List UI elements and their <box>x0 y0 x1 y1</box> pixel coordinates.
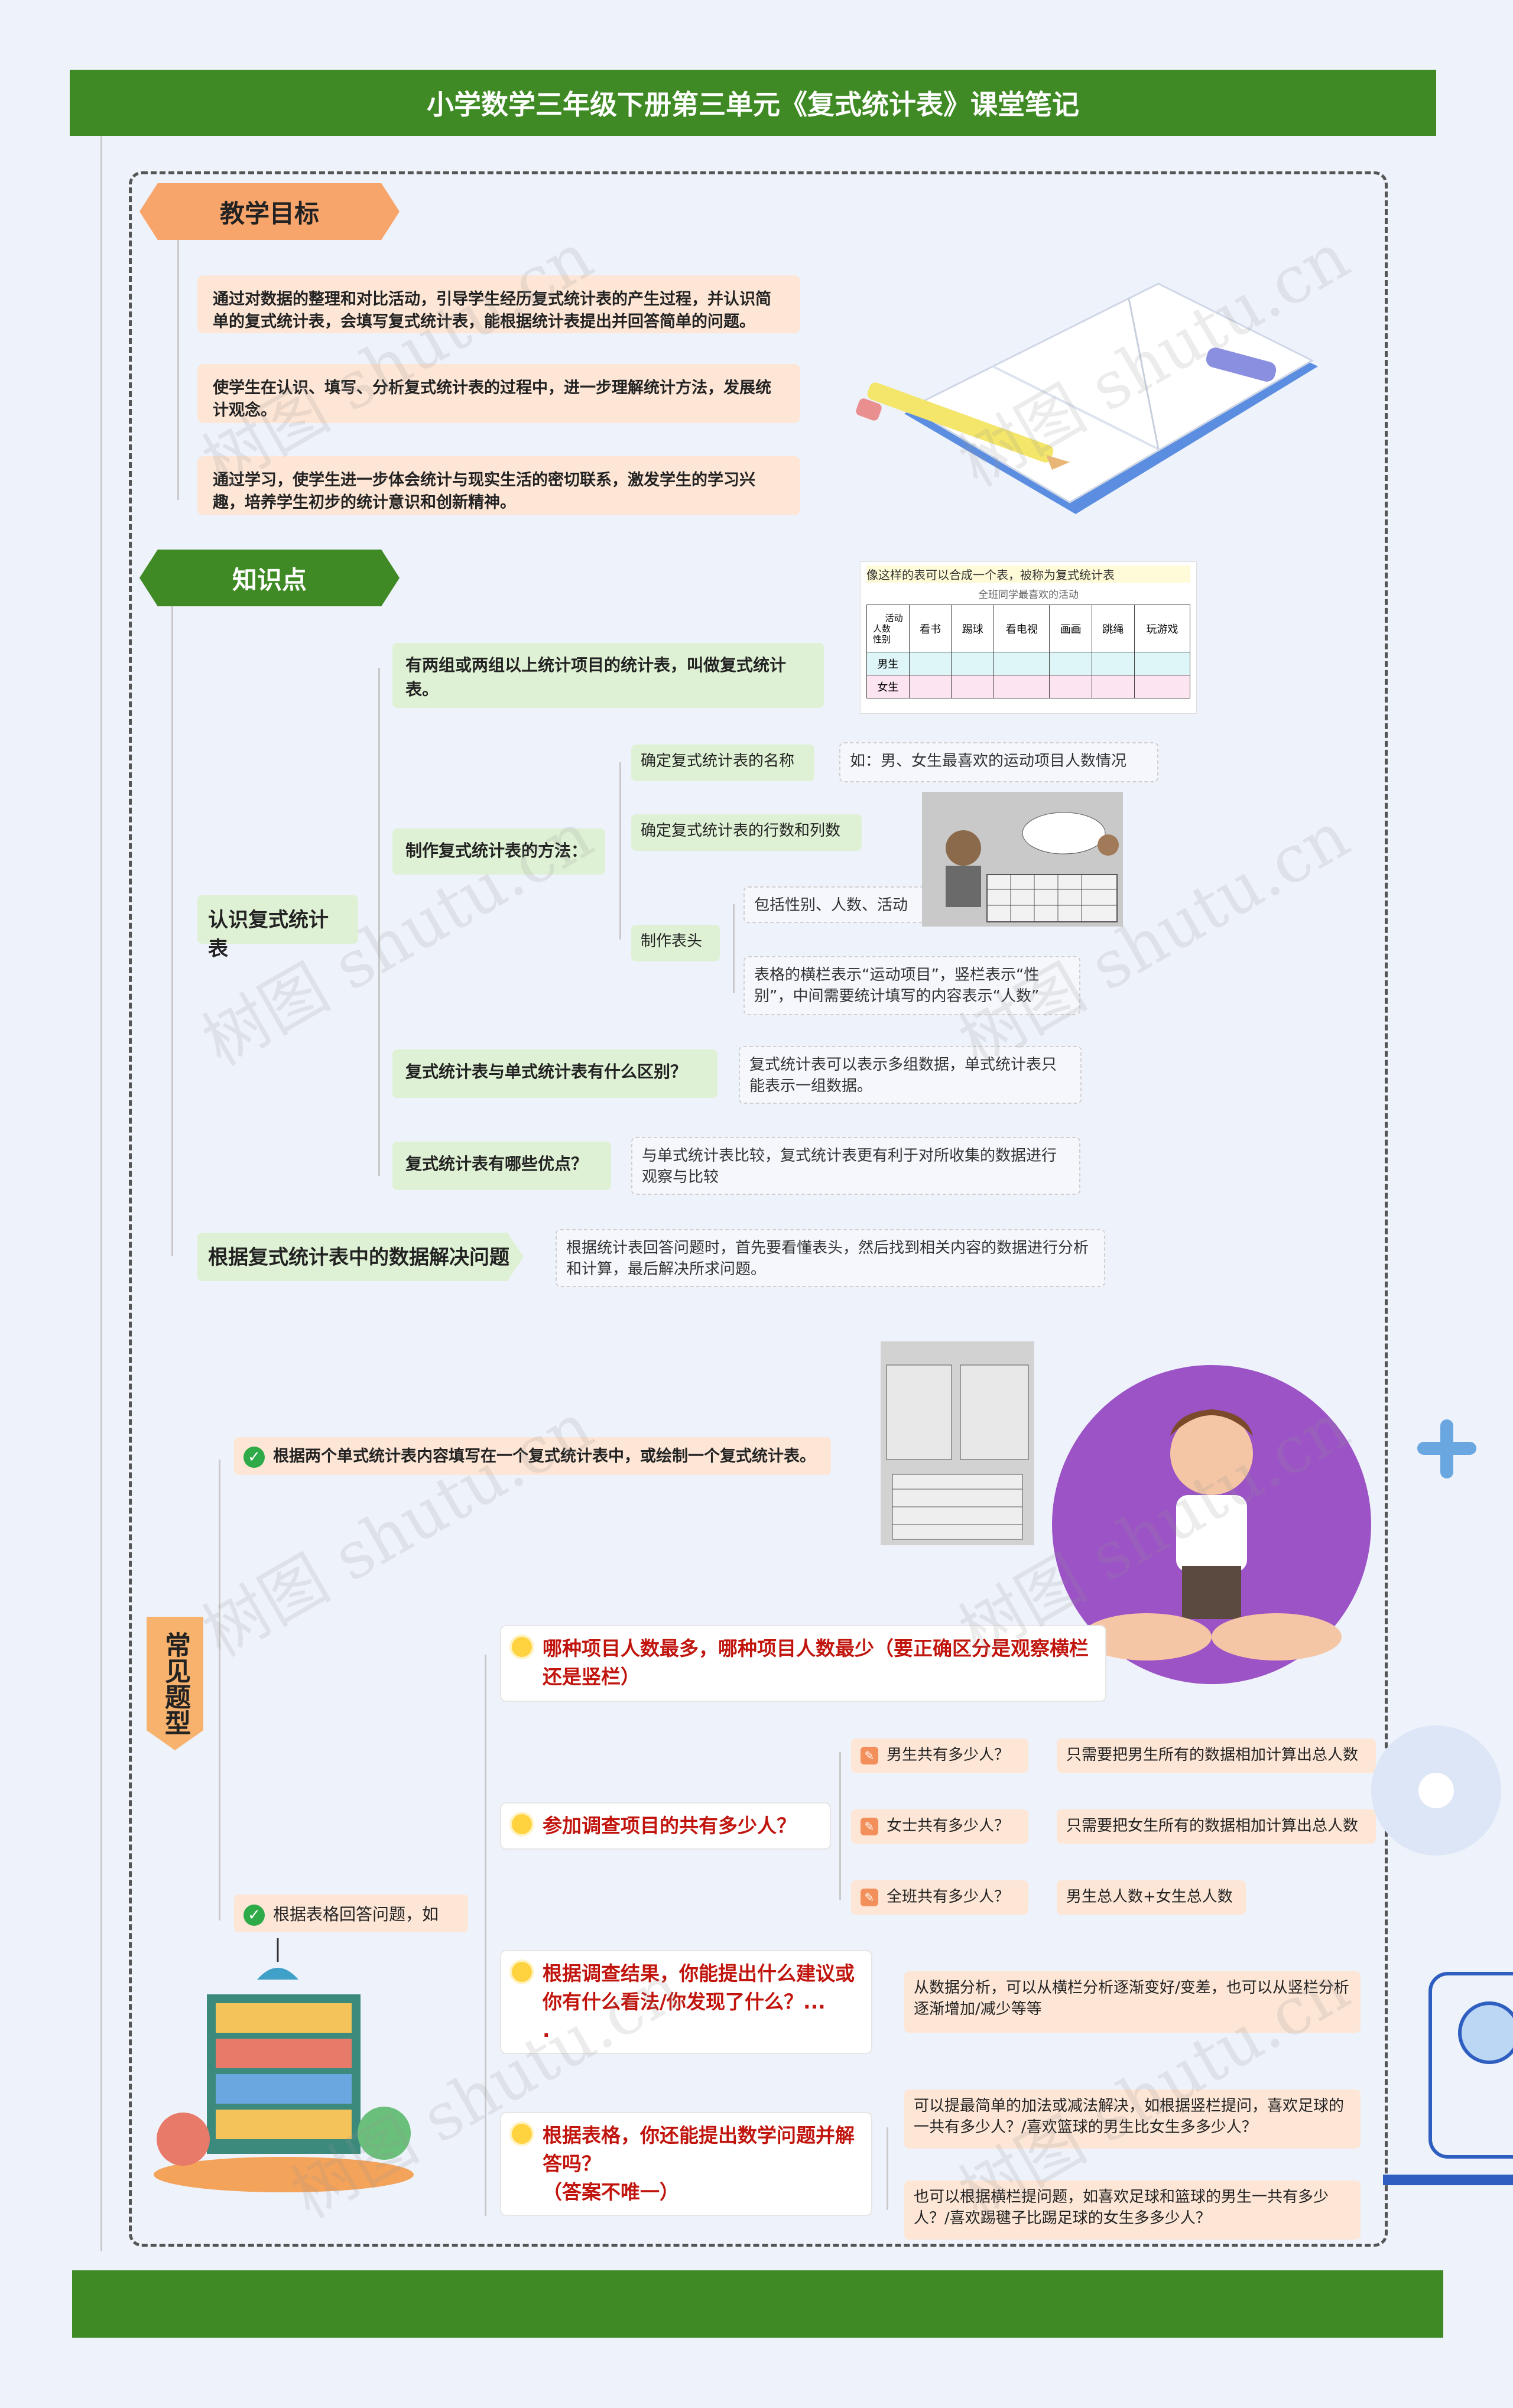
goal-item-2: 使学生在认识、填写、分析复式统计表的过程中，进一步理解统计方法，发展统计观念。 <box>197 364 800 423</box>
q2-sub-2: ✎女士共有多少人？ <box>851 1809 1028 1844</box>
q2-sub-1: ✎男生共有多少人？ <box>851 1738 1028 1773</box>
q2-sub-3: ✎全班共有多少人？ <box>851 1880 1028 1915</box>
check-icon: ✓ <box>243 1905 265 1926</box>
table-image-caption: 像这样的表可以合成一个表，被称为复式统计表 <box>866 566 1190 583</box>
table-col-header: 跳绳 <box>1091 605 1135 652</box>
pencil-icon: ✎ <box>861 1888 878 1906</box>
check-icon: ✓ <box>243 1446 265 1468</box>
q4-branch-line <box>887 2127 888 2210</box>
header-note-1: 包括性别、人数、活动 <box>743 886 927 923</box>
goals-branch-line <box>177 240 179 500</box>
goal-item-3: 通过学习，使学生进一步体会统计与现实生活的密切联系，激发学生的学习兴趣，培养学生… <box>197 456 800 515</box>
q4-answer-1: 可以提最简单的加法或减法解决，如根据竖栏提问，喜欢足球的一共有多少人？/喜欢篮球… <box>904 2089 1361 2149</box>
step-name: 确定复式统计表的名称 <box>631 745 814 781</box>
understand-branch-line <box>378 668 380 1176</box>
diff-question: 复式统计表与单式统计表有什么区别？ <box>392 1049 717 1098</box>
table-row-header: 女生 <box>866 675 910 698</box>
goal-item-1: 通过对数据的整理和对比活动，引导学生经历复式统计表的产生过程，并认识简单的复式统… <box>197 275 800 333</box>
advantage-answer: 与单式统计表比较，复式统计表更有利于对所收集的数据进行观察与比较 <box>631 1137 1080 1195</box>
q2-sub-3-answer: 男生总人数+女生总人数 <box>1057 1880 1246 1915</box>
table-corner-cell: 活动 人数 性别 <box>866 605 910 652</box>
questions-branch-line <box>485 1655 486 2216</box>
question-4: 根据表格，你还能提出数学问题并解答吗？（答案不唯一） <box>500 2112 872 2216</box>
common-tag: 常见题型 <box>147 1617 203 1750</box>
understand-node: 认识复式统计表 <box>197 895 358 961</box>
page-title: 小学数学三年级下册第三单元《复式统计表》课堂笔记 <box>70 70 1436 136</box>
method-branch-line <box>619 762 621 940</box>
worksheet-photo <box>881 1341 1034 1545</box>
q2-sub-2-answer: 只需要把女生所有的数据相加计算出总人数 <box>1057 1809 1376 1844</box>
step-name-note: 如：男、女生最喜欢的运动项目人数情况 <box>839 742 1158 782</box>
classroom-photo <box>922 792 1123 927</box>
common-branch-line <box>219 1460 220 1920</box>
header-branch-line <box>733 904 735 993</box>
table-col-header: 看电视 <box>993 605 1050 652</box>
diff-answer: 复式统计表可以表示多组数据，单式统计表只能表示一组数据。 <box>739 1046 1082 1104</box>
type1-box: ✓ 根据两个单式统计表内容填写在一个复式统计表中，或绘制一个复式统计表。 <box>234 1437 831 1475</box>
type2-text: 根据表格回答问题，如 <box>273 1905 439 1924</box>
question-1: 哪种项目人数最多，哪种项目人数最少（要正确区分是观察横栏还是竖栏） <box>500 1625 1106 1702</box>
q2-sub-1-answer: 只需要把男生所有的数据相加计算出总人数 <box>1057 1738 1376 1773</box>
type2-box: ✓ 根据表格回答问题，如 <box>234 1894 468 1932</box>
type1-text: 根据两个单式统计表内容填写在一个复式统计表中，或绘制一个复式统计表。 <box>273 1447 816 1465</box>
definition-box: 有两组或两组以上统计项目的统计表，叫做复式统计表。 <box>392 643 824 708</box>
knowledge-tag: 知识点 <box>139 550 400 606</box>
table-col-header: 看书 <box>908 605 952 652</box>
lightbulb-icon <box>512 1637 532 1657</box>
step-rows-cols: 确定复式统计表的行数和列数 <box>631 814 862 851</box>
notebook-illustration <box>856 282 1318 514</box>
table-col-header: 玩游戏 <box>1134 605 1191 652</box>
lightbulb-icon <box>512 1962 532 1982</box>
table-col-header: 画画 <box>1049 605 1092 652</box>
pencil-icon: ✎ <box>861 1746 878 1764</box>
monitor-decoration <box>1383 1972 1513 2185</box>
trunk-line <box>100 136 102 2251</box>
q2-branch-line <box>839 1752 841 1900</box>
content-frame <box>129 171 1388 2247</box>
boy-illustration <box>1052 1365 1371 1684</box>
table-row-header: 男生 <box>866 652 910 675</box>
plus-decoration-v <box>1440 1419 1453 1478</box>
circle-decoration-inner <box>1418 1773 1454 1808</box>
table-image-grid: 活动 人数 性别 看书 踢球 看电视 画画 跳绳 玩游戏 男生 女生 <box>866 605 1191 698</box>
lightbulb-icon <box>512 1814 532 1834</box>
solve-note: 根据统计表回答问题时，首先要看懂表头，然后找到相关内容的数据进行分析和计算，最后… <box>556 1229 1105 1287</box>
table-col-header: 踢球 <box>951 605 995 652</box>
bookshelf-illustration <box>154 1938 414 2192</box>
goals-tag: 教学目标 <box>139 183 400 240</box>
pencil-icon: ✎ <box>861 1817 878 1835</box>
q3-answer: 从数据分析，可以从横栏分析逐渐变好/变差，也可以从竖栏分析逐渐增加/减少等等 <box>904 1971 1361 2033</box>
footer-banner <box>72 2270 1443 2338</box>
lightbulb-icon <box>512 2124 532 2144</box>
method-label: 制作复式统计表的方法： <box>392 828 605 875</box>
table-image-subtitle: 全班同学最喜欢的活动 <box>978 589 1079 601</box>
knowledge-branch-line <box>171 606 173 1256</box>
compound-table-image: 像这样的表可以合成一个表，被称为复式统计表 全班同学最喜欢的活动 活动 人数 性… <box>860 561 1197 714</box>
question-3: 根据调查结果，你能提出什么建议或你有什么看法/你发现了什么？.... <box>500 1950 872 2054</box>
solve-node: 根据复式统计表中的数据解决问题 <box>197 1233 524 1281</box>
step-header: 制作表头 <box>631 925 720 961</box>
question-2: 参加调查项目的共有多少人？ <box>500 1802 831 1850</box>
q4-answer-2: 也可以根据横栏提问题，如喜欢足球和篮球的男生一共有多少人？/喜欢踢毽子比踢足球的… <box>904 2180 1361 2240</box>
advantage-question: 复式统计表有哪些优点？ <box>392 1142 611 1190</box>
header-note-2: 表格的横栏表示“运动项目”，竖栏表示“性别”，中间需要统计填写的内容表示“人数” <box>743 956 1080 1015</box>
